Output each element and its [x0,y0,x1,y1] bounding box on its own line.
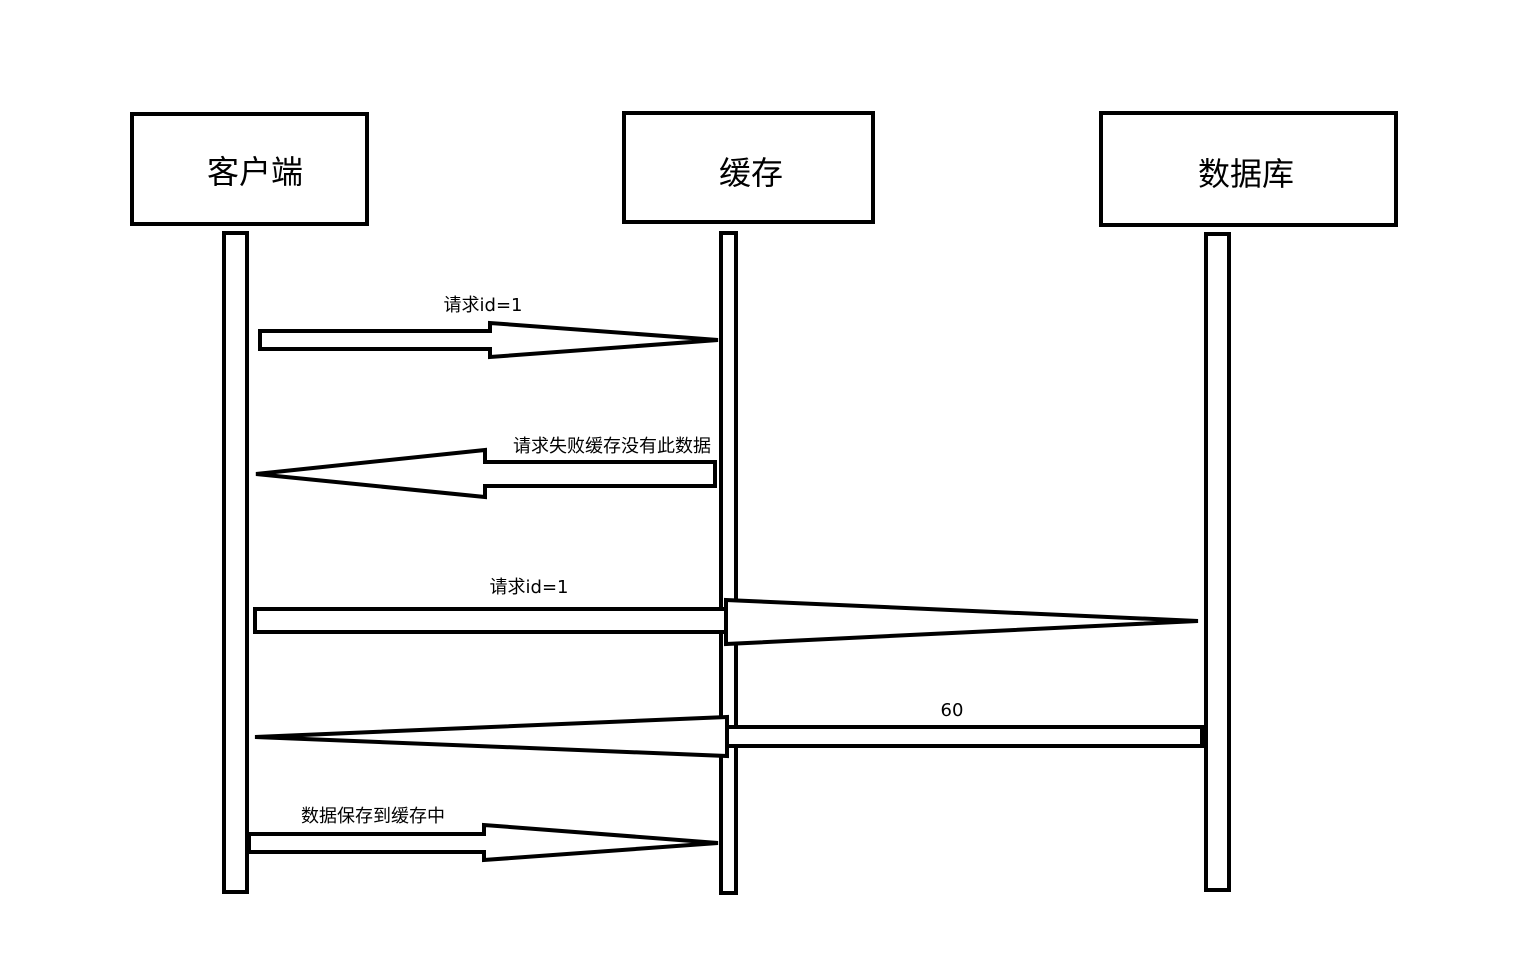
participant-client-box [130,112,369,226]
participant-database-label: 数据库 [1198,155,1294,193]
message-arrow-2 [255,447,717,500]
message-arrow-3-body [253,607,732,634]
message-label-2: 请求失败缓存没有此数据 [513,436,711,457]
message-label-4: 60 [941,700,964,721]
message-label-1: 请求id=1 [444,295,523,316]
message-label-3: 请求id=1 [490,577,569,598]
message-arrow-1 [258,320,719,360]
message-arrow-4-body [724,725,1204,748]
lifeline-database [1204,232,1231,892]
participant-client-label: 客户端 [207,153,303,191]
message-arrow-5 [247,822,719,863]
participant-database-box [1099,111,1398,227]
participant-cache-label: 缓存 [719,154,783,192]
message-arrow-4-head [254,714,729,759]
lifeline-client [222,231,249,894]
participant-cache-box [622,111,875,224]
lifeline-cache [719,231,738,895]
message-label-5: 数据保存到缓存中 [301,806,445,827]
message-arrow-3-head [724,597,1199,647]
